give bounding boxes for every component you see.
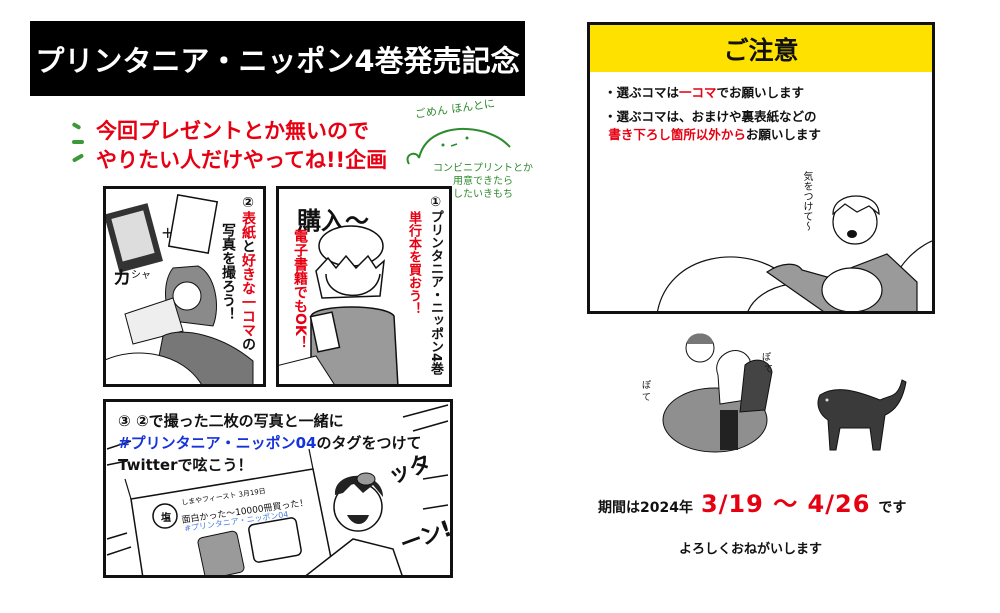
title-banner: プリンタニア・ニッポン4巻発売記念 xyxy=(30,21,525,96)
notice-list: ・選ぶコマは一コマでお願いします ・選ぶコマは、おまけや裏表紙などの 書き下ろし… xyxy=(590,72,932,144)
campaign-period: 期間は2024年 3/19 ～ 4/26 です xyxy=(598,484,978,519)
doodle-bottom-text: コンビニプリントとか 用意できたら したいきもち xyxy=(433,163,533,200)
svg-text:シャ: シャ xyxy=(131,270,151,281)
panel-2-text-line2: 写真を撮ろう！ xyxy=(220,223,236,321)
panel-1-main-text: ①プリンタニア・ニッポン4巻 xyxy=(428,195,443,376)
tweet-avatar: 塩 xyxy=(161,513,171,524)
apology-doodle: ごめん ほんとに コンビニプリントとか 用意できたら したいきもち xyxy=(395,97,535,212)
sfx-pote-1: ぽ xyxy=(642,380,651,391)
svg-text:ーン!: ーン! xyxy=(397,516,453,558)
panel-3-illustration: ッタ ーン! xyxy=(106,404,453,575)
headline-line-1: 今回プレゼントとか無いので xyxy=(96,119,369,143)
comic-panel-3: ッタ ーン! ③ ②で撮った二枚の写真と一緒に #プリンタニア・ニッポン04のタ… xyxy=(103,399,453,578)
headline-line-2: やりたい人だけやってね!!企画 xyxy=(96,148,388,172)
panel-1-red-text-2: 電子書籍でもOK！ xyxy=(292,229,308,350)
comic-panel-2: + カ シャ ②表紙と好きな一コマの 写真を撮ろう！ xyxy=(103,186,266,387)
panel-3-number: ③ xyxy=(118,412,131,430)
period-prefix: 期間は2024年 xyxy=(598,500,693,516)
blob-creature-icon xyxy=(406,128,511,165)
comic-panel-1: 購入～ ①プリンタニア・ニッポン4巻 単行本を買おう！ 電子書籍でもOK！ xyxy=(276,186,452,387)
panel-3-line-3: Twitterで呟こう！ xyxy=(118,456,253,474)
notice-box: ご注意 ・選ぶコマは一コマでお願いします ・選ぶコマは、おまけや裏表紙などの 書… xyxy=(587,22,935,314)
notice-speech: 気をつけて～ xyxy=(801,171,812,231)
panel-1-illustration xyxy=(279,225,399,384)
closing-text: よろしくおねがいします xyxy=(679,542,823,557)
svg-text:て: て xyxy=(764,365,773,375)
notice-item-1: ・選ぶコマは一コマでお願いします xyxy=(604,85,805,100)
notice-header: ご注意 xyxy=(590,25,932,72)
notice-title: ご注意 xyxy=(723,35,799,65)
notice-illustration xyxy=(657,195,932,311)
sfx-pote-2: ぽ xyxy=(762,352,771,363)
creature-and-panther-illustration: ぽ て ぽ て xyxy=(642,333,907,453)
period-suffix: です xyxy=(878,500,907,516)
headline: 今回プレゼントとか無いので やりたい人だけやってね!!企画 xyxy=(96,117,387,175)
panel-3-text: ③ ②で撮った二枚の写真と一緒に #プリンタニア・ニッポン04のタグをつけて T… xyxy=(118,412,422,474)
svg-text:カ: カ xyxy=(113,268,131,289)
panel-1-red-text-1: 単行本を買おう！ xyxy=(406,211,421,315)
svg-text:て: て xyxy=(642,393,651,403)
emphasis-marks-icon xyxy=(70,122,90,164)
panel-2-text: ②表紙と好きな一コマの xyxy=(240,195,256,351)
hashtag: #プリンタニア・ニッポン04 xyxy=(118,434,317,452)
panel-3-line-1: ②で撮った二枚の写真と一緒に xyxy=(135,412,344,430)
period-range: 3/19 ～ 4/26 xyxy=(700,490,871,518)
panel-2-illustration: + カ シャ xyxy=(106,194,254,384)
title-text: プリンタニア・ニッポン4巻発売記念 xyxy=(35,43,520,78)
notice-item-2: ・選ぶコマは、おまけや裏表紙などの 書き下ろし箇所以外からお願いします xyxy=(604,109,821,142)
